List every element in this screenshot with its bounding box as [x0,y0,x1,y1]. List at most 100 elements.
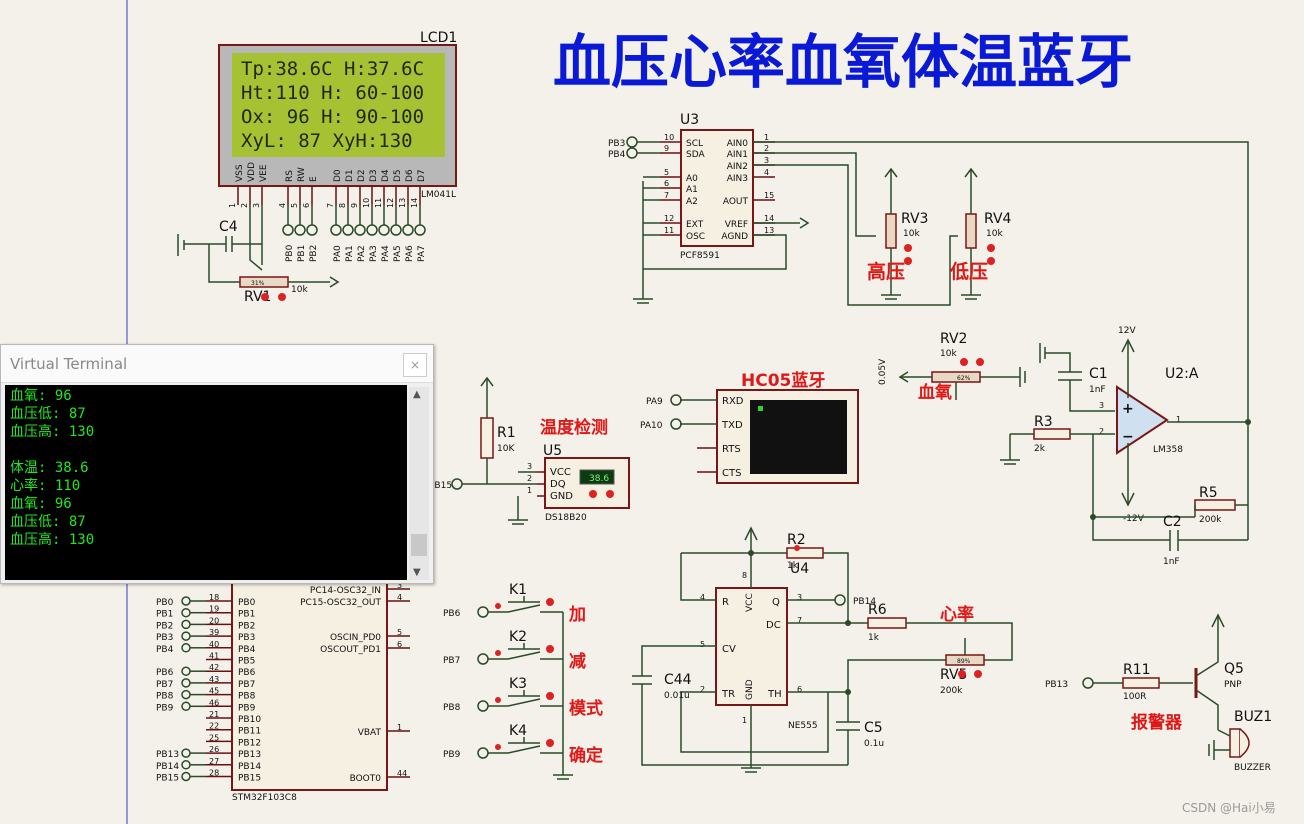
stm32-port-label: PB3 [156,633,173,643]
r5-value: 200k [1199,515,1222,525]
scroll-up-icon[interactable]: ▲ [413,389,421,400]
c5-capacitor[interactable]: C5 0.1u [836,692,884,765]
stm32-pin-label: VBAT [358,728,382,738]
lcd-port-label: PA4 [381,245,391,262]
u3-pcf8591[interactable]: U3 SCL10SDA9A05A16A27EXT12OSC11PB3PB4AIN… [608,112,1249,540]
lcd-module[interactable]: LCD1 Tp:38.6C H:37.6C Ht:110 H: 60-100 O… [218,30,457,262]
r6-resistor[interactable]: R6 1k [867,602,1013,661]
stm32-pin-label: PB2 [238,621,255,631]
svg-text:2: 2 [1099,427,1104,436]
key-ref: K2 [509,629,527,645]
u5-ds18b20[interactable]: 温度检测 U5 VCC DQ GND 38.6 321 DS18B20 PB15 [429,417,630,525]
stm32-port-label: PB14 [156,762,179,772]
u2-vneg: -12V [1123,514,1145,524]
c2-capacitor[interactable]: C2 1nF [1160,514,1248,567]
svg-text:3: 3 [797,593,802,602]
close-icon[interactable]: × [403,353,427,377]
rv5-potentiometer[interactable]: 心率 89% RV5 200k [847,604,985,696]
u3-pin-label: AOUT [723,197,749,207]
scroll-down-icon[interactable]: ▼ [413,567,421,578]
u4-body [715,587,788,706]
buzzer[interactable]: 报警器 BUZ1 BUZZER [1131,709,1272,773]
r1-value: 10K [497,444,515,454]
c2-ref: C2 [1163,514,1182,530]
stm32-pin-num: 42 [209,663,219,672]
stm32-pin-num: 22 [209,722,219,731]
r5-resistor[interactable]: R5 200k [1194,485,1248,525]
stm32-pin-label: OSCIN_PD0 [330,633,381,643]
c1-capacitor[interactable]: C1 1nF [1039,343,1115,412]
stm32-pin-num: 4 [397,593,402,602]
virtual-terminal-window[interactable]: Virtual Terminal × 血氧: 96 血压低: 87 血压高: 1… [0,344,434,584]
r11-resistor[interactable]: PB13 R11 100R [1045,662,1193,702]
u3-pin-num: 14 [764,214,774,223]
rv3-potentiometer[interactable]: RV3 10k 高压 [867,167,928,300]
stm32-port-label: PB4 [156,645,174,655]
c44-capacitor[interactable]: C44 0.01u [664,672,692,701]
stm32-pin-label: PB14 [238,762,261,772]
scrollbar[interactable]: ▲ ▼ [409,387,429,580]
u2-lm358-opamp[interactable]: + − U2:A LM358 12V -12V 32 1 [1090,326,1251,541]
stm32-pin-label: PB15 [238,774,261,784]
u3-pin-num: 6 [664,179,669,188]
svg-text:CTS: CTS [722,468,741,479]
r1-ref: R1 [497,425,516,441]
svg-text:1: 1 [527,486,532,495]
u3-pin-label: VREF [725,220,748,230]
rv1-potentiometer[interactable]: 31% RV1 10k [208,205,340,305]
rv3-value: 10k [903,229,920,239]
key-label: 模式 [569,698,603,719]
rv2-potentiometer[interactable]: RV2 10k 62% 血氧 0.05V [878,331,1026,403]
hc05-screen [750,400,847,474]
stm32-port-label: PB0 [156,598,174,608]
u3-pin-num: 4 [764,168,769,177]
stm32-mcu[interactable]: PB018PB0PB119PB1PB220PB2PB339PB3PB440PB4… [156,581,410,803]
lcd-port-label: PA7 [417,245,427,262]
q5-ref: Q5 [1224,661,1244,677]
lcd-pin-num: 7 [326,203,335,208]
virtual-terminal-titlebar[interactable]: Virtual Terminal [1,345,433,383]
rv4-potentiometer[interactable]: RV4 10k 低压 [949,167,1012,300]
c2-value: 1nF [1163,557,1180,567]
u5-port: PB15 [429,481,452,491]
svg-text:DC: DC [766,620,781,631]
u4-port: PB14 [853,597,876,607]
lcd-port-label: PA6 [405,245,415,262]
u4-ref: U4 [790,561,809,577]
lcd-pin-num: 10 [362,198,371,208]
stm32-port-label: PB15 [156,774,179,784]
c4-capacitor[interactable]: C4 [177,219,262,256]
r3-resistor[interactable]: R3 2k [1000,414,1093,465]
stm32-port-label: PB13 [156,750,179,760]
scrollbar-thumb[interactable] [411,534,427,556]
u4-ne555[interactable]: U4 R CV TR Q DC TH VCC GND NE555 4 5 2 3… [632,526,876,773]
u3-pin-num: 10 [664,133,674,142]
stm32-pin-label: PC14-OSC32_IN [310,586,381,596]
rv2-ref: RV2 [940,331,967,347]
lcd-line-4: XyL: 87 XyH:130 [241,130,413,152]
r1-resistor[interactable]: R1 10K [480,376,516,484]
lcd-pin-label: E [309,176,319,182]
svg-text:2: 2 [527,474,532,483]
u3-pin-num: 5 [664,168,669,177]
lcd-pin-label: D5 [393,169,403,182]
svg-text:DQ: DQ [550,479,566,490]
lcd-pins: VSS1VDD2VEE3RS4RW5E6D07D18D29D310D411D51… [228,162,427,208]
hc05-bluetooth[interactable]: HC05蓝牙 RXD TXD RTS CTS PA9 PA10 [640,371,859,484]
q5-transistor[interactable]: Q5 PNP [1194,613,1244,730]
rv5-value: 200k [940,686,963,696]
rv5-pct: 89% [957,658,971,665]
u3-pin-label: SDA [686,150,705,160]
r2-resistor[interactable]: R2 1k [786,532,849,623]
lcd-pin-label: VSS [235,164,245,182]
r2-ref: R2 [787,532,806,548]
stm32-pin-num: 19 [209,605,219,614]
svg-text:3: 3 [1099,401,1104,410]
c5-value: 0.1u [864,739,884,749]
